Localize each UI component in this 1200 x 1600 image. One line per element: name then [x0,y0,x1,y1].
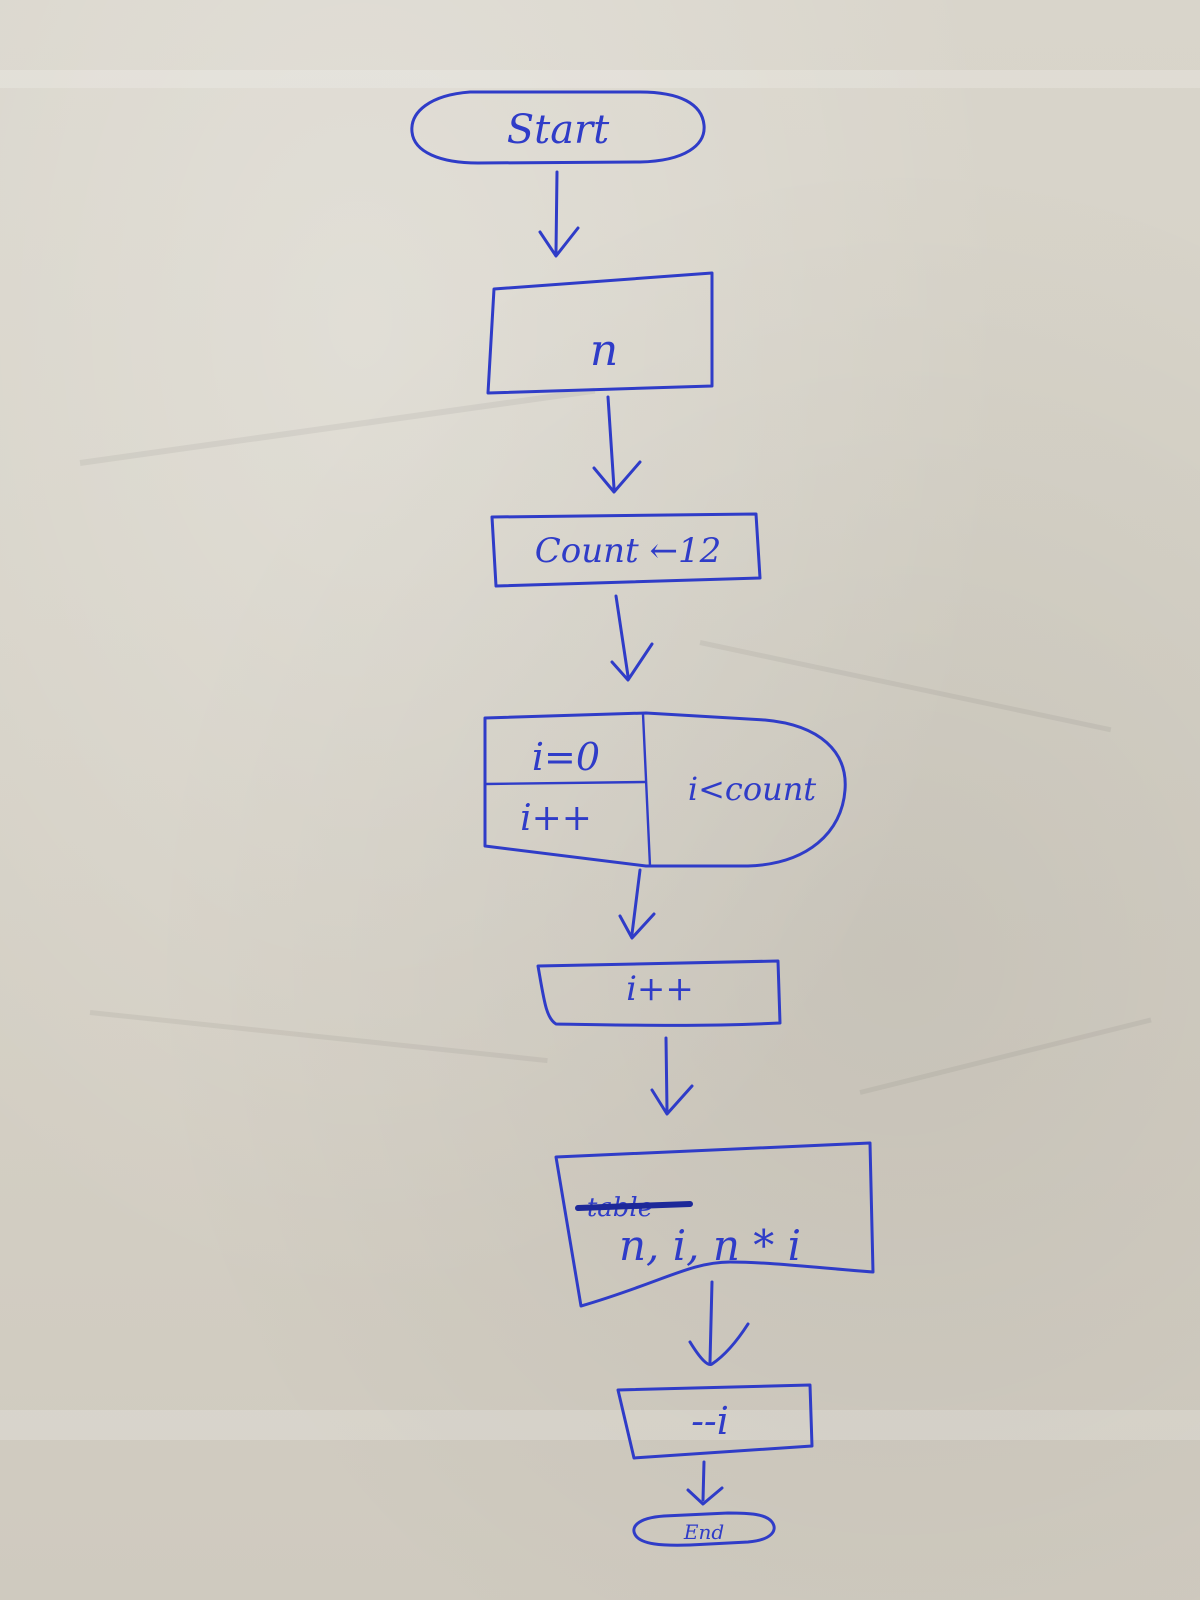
arrow-assign-to-loop [610,594,654,682]
arrow-output-to-decrement [688,1280,750,1367]
end-label: End [683,1520,724,1544]
loop-condition-label: i<count [688,770,816,808]
input-label: n [590,325,618,376]
output-shape [554,1141,875,1308]
output-strikethrough [575,1201,693,1211]
decrement-shape [616,1383,814,1460]
arrow-process-to-output [650,1036,694,1116]
loop-divider-horizontal [483,780,647,786]
start-label: Start [507,107,610,153]
start-oval [410,90,706,165]
process-label: i++ [626,969,694,1009]
loop-shape [483,711,847,868]
start-terminator: Start [410,90,706,165]
arrow-start-to-input [538,170,580,258]
loop-update-label: i++ [520,798,592,839]
end-oval [632,1511,776,1547]
paper-crease [0,1410,1200,1440]
assign-shape [490,512,762,588]
input-box: n [486,271,714,395]
arrow-loop-to-process [618,868,656,940]
paper-crease [0,70,1200,88]
process-box: i++ [536,959,782,1027]
decrement-box: --i [616,1383,814,1460]
process-shape [536,959,782,1027]
loop-block: i=0 i++ i<count [483,711,847,868]
decrement-label: --i [691,1399,729,1443]
arrow-input-to-assign [592,395,642,494]
loop-divider-vertical [641,712,652,868]
input-shape [486,271,714,395]
output-label: n, i, n * i [619,1221,801,1270]
loop-init-label: i=0 [532,735,600,779]
output-box: table n, i, n * i [554,1141,875,1308]
arrow-decrement-to-end [686,1460,724,1506]
assign-label: Count ←12 [535,531,722,571]
end-terminator: End [632,1511,776,1547]
assign-box: Count ←12 [490,512,762,588]
